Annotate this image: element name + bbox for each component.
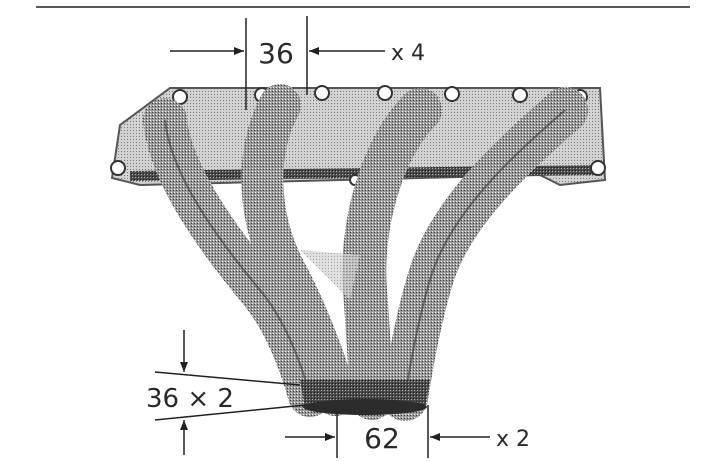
collector-diameter-label: 62 [364,422,400,455]
left-extension-lower [154,404,306,421]
left-extension-upper [154,371,301,386]
primary-pipe-3 [342,88,442,420]
left-dimension: 36 × 2 [146,330,306,455]
bottom-multiplier-label: x 2 [496,427,530,452]
bottom-dimension: 62 x 2 [285,405,530,458]
bottom-pipe-spec-label: 36 × 2 [146,384,234,414]
collector [300,380,430,415]
top-dimension: 36 x 4 [170,16,425,110]
top-pipe-diameter-label: 36 [258,37,294,70]
primary-pipe-2 [241,84,356,416]
primary-pipes [143,84,588,421]
top-multiplier-label: x 4 [391,41,425,66]
